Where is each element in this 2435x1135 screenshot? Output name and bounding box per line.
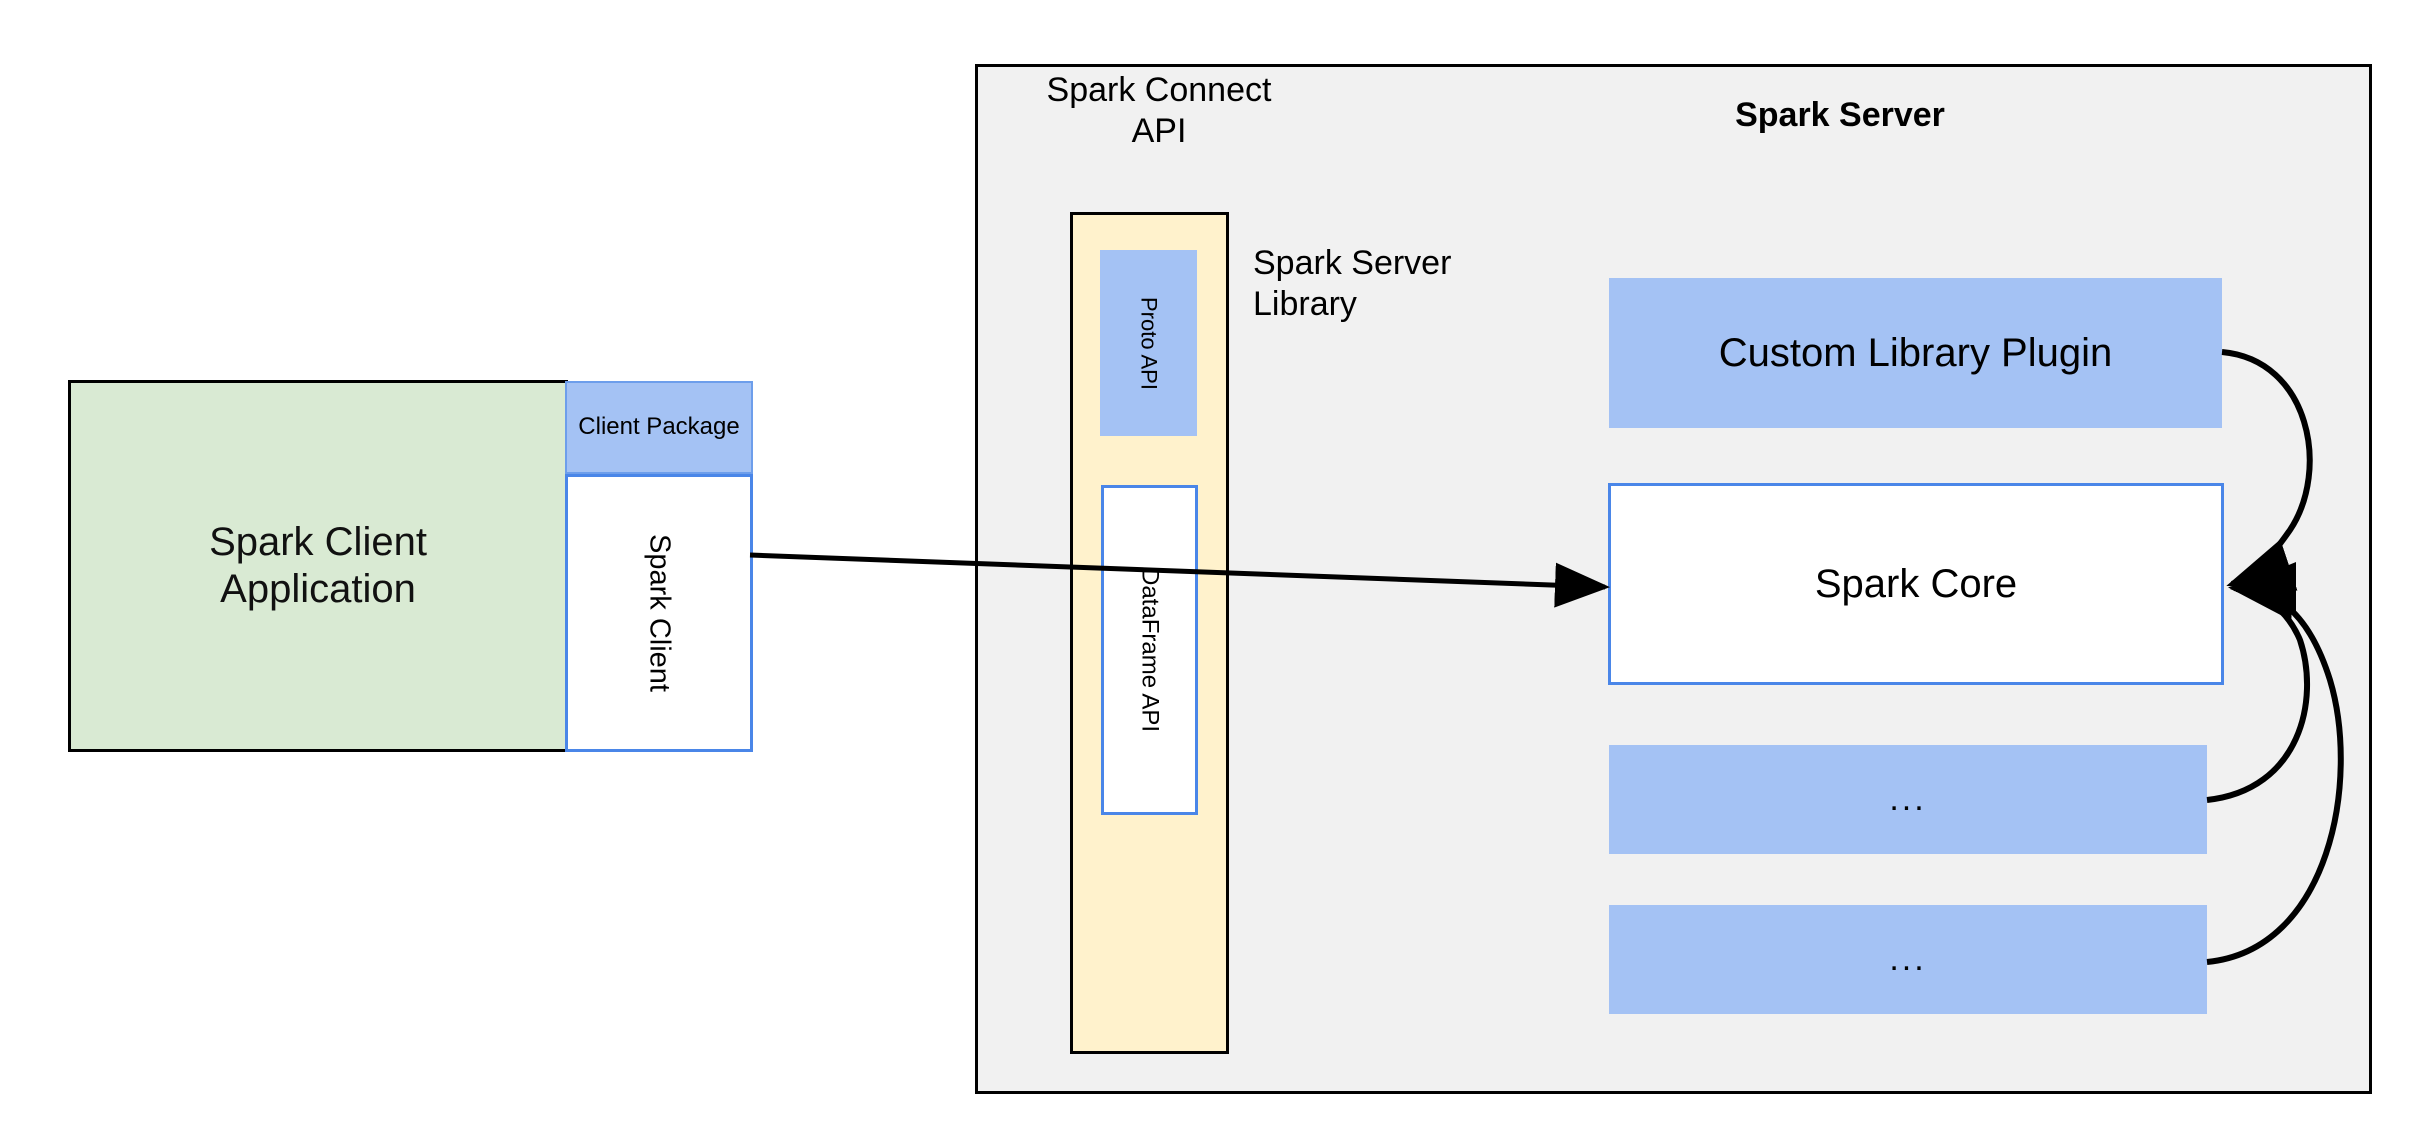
spark-client-application-line2: Application [220,567,416,611]
spark-connect-api-label-line1: Spark Connect [1046,71,1272,109]
spark-client-label: Spark Client [643,534,676,692]
spark-server-library-label-line2: Library [1253,285,1357,324]
spark-server-title: Spark Server [1735,96,1945,134]
spark-client-application-label: Spark Client Application [209,519,427,613]
ellipsis-box-2-label: ... [1889,940,1927,978]
spark-client-application-line1: Spark Client [209,519,427,564]
dataframe-api-label: DataFrame API [1136,567,1164,733]
spark-client-box[interactable]: Spark Client [565,474,753,752]
proto-api-box[interactable]: Proto API [1100,250,1197,436]
spark-client-application-box[interactable]: Spark Client Application [68,380,568,752]
dataframe-api-box[interactable]: DataFrame API [1101,485,1198,815]
spark-server-library-label: Spark Server Library [1253,243,1533,326]
ellipsis-box-1-label: ... [1889,780,1927,818]
spark-connect-api-label: Spark Connect API [1014,70,1304,153]
proto-api-label: Proto API [1136,296,1162,390]
custom-library-plugin-label: Custom Library Plugin [1718,330,2113,375]
custom-library-plugin-box[interactable]: Custom Library Plugin [1609,278,2222,428]
spark-core-box[interactable]: Spark Core [1608,483,2224,685]
client-package-box[interactable]: Client Package [565,381,753,474]
spark-connect-api-label-line2: API [1131,112,1187,151]
spark-server-library-label-line1: Spark Server [1253,244,1452,282]
ellipsis-box-1[interactable]: ... [1609,745,2207,854]
ellipsis-box-2[interactable]: ... [1609,905,2207,1014]
client-package-label: Client Package [578,413,740,441]
spark-core-label: Spark Core [1814,561,2018,606]
